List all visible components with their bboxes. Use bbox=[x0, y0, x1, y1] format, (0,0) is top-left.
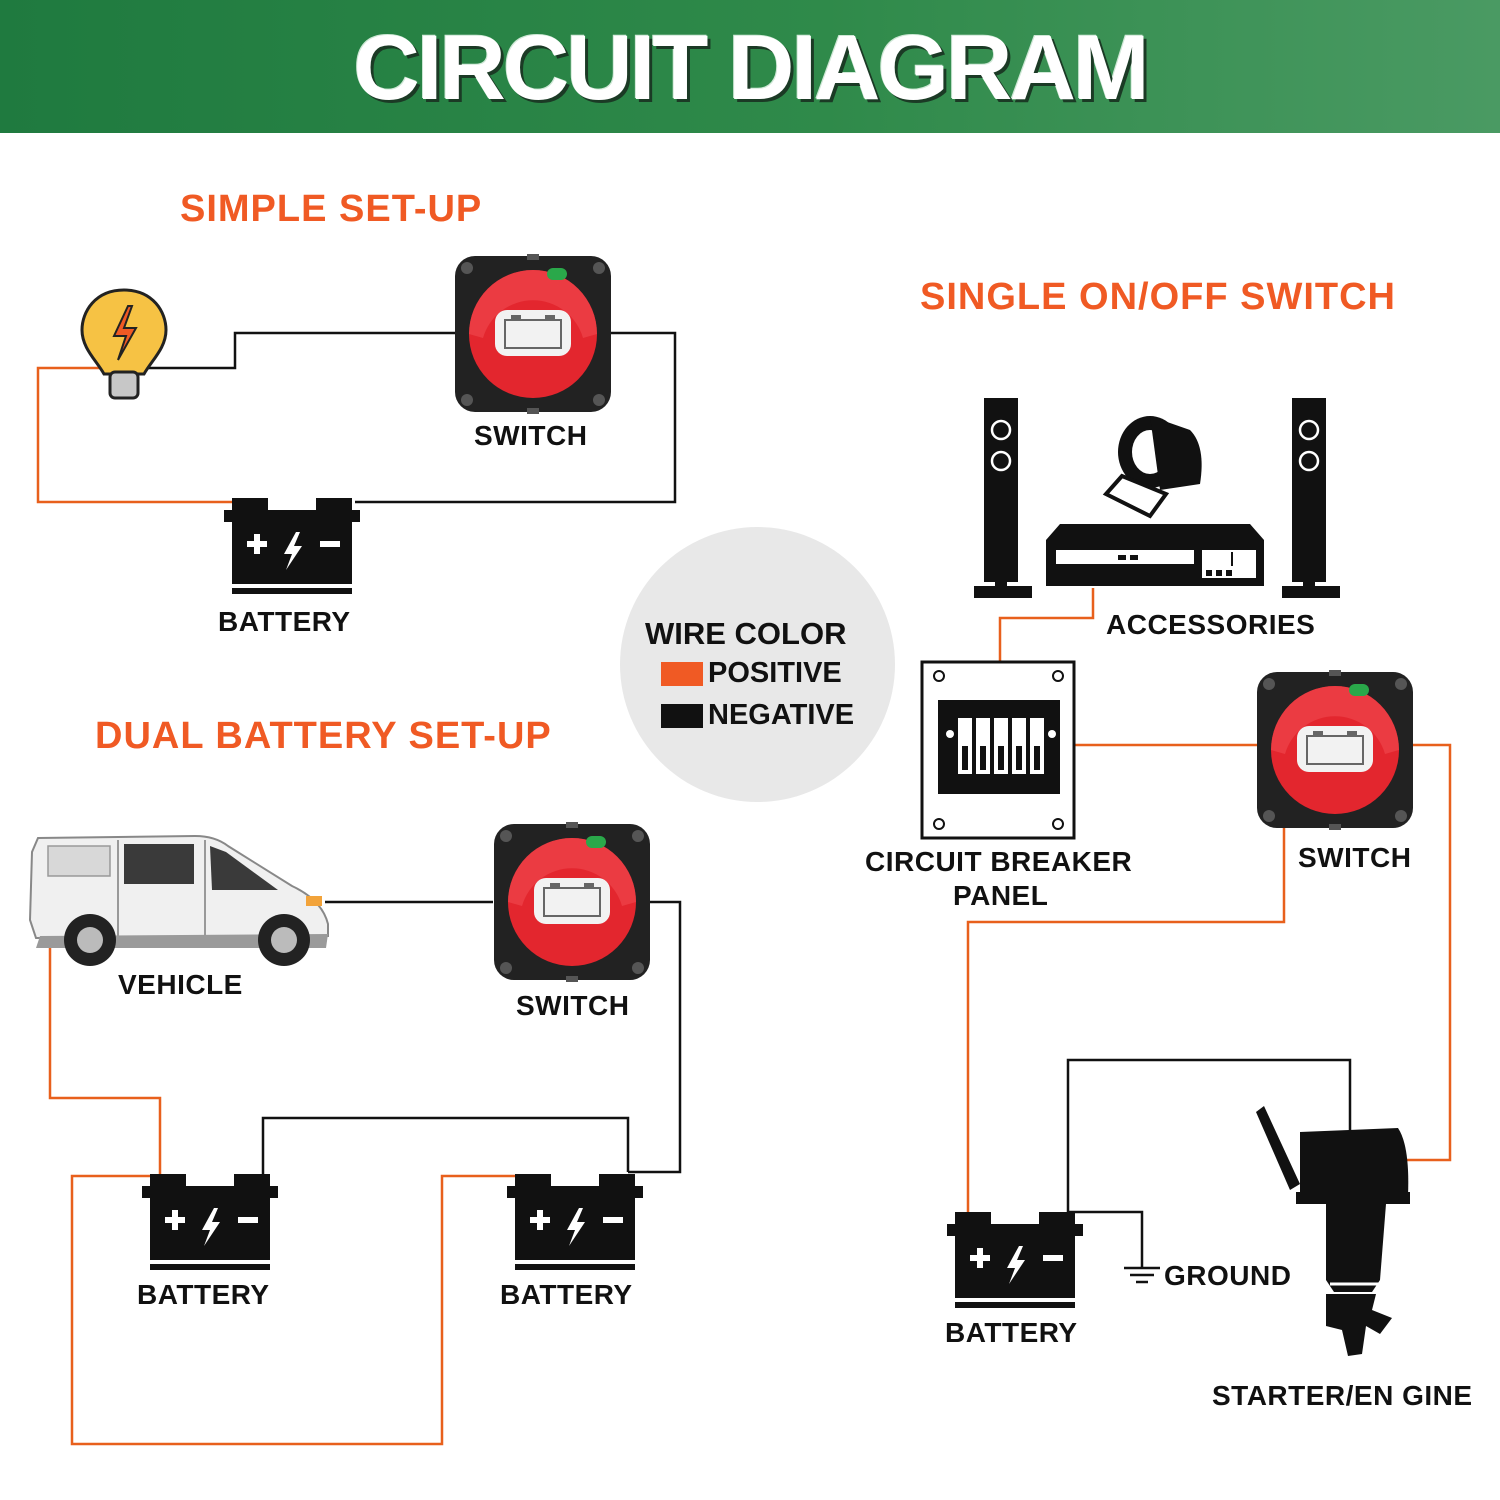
legend-positive-label: POSITIVE bbox=[708, 657, 842, 689]
simple-setup-wires bbox=[36, 331, 677, 504]
page-title: CIRCUIT DIAGRAM bbox=[353, 17, 1149, 119]
dual-switch-icon bbox=[493, 821, 651, 983]
receiver-icon bbox=[1046, 524, 1264, 586]
outboard-motor-icon bbox=[1256, 1106, 1410, 1356]
simple-setup-heading: SIMPLE SET-UP bbox=[180, 188, 483, 230]
legend-negative-label: NEGATIVE bbox=[708, 699, 855, 731]
positive-swatch bbox=[661, 662, 703, 686]
circuit-breaker-label-line1: CIRCUIT BREAKER bbox=[865, 846, 1133, 877]
ground-label: GROUND bbox=[1164, 1260, 1292, 1291]
dual-battery-1-icon bbox=[142, 1174, 278, 1270]
single-battery-icon bbox=[947, 1212, 1083, 1308]
circuit-breaker-label-line2: PANEL bbox=[953, 880, 1049, 911]
accessories-label: ACCESSORIES bbox=[1106, 609, 1316, 640]
single-switch-label: SWITCH bbox=[1298, 842, 1412, 873]
vehicle-label: VEHICLE bbox=[118, 969, 243, 1000]
subwoofer-icon bbox=[1102, 416, 1202, 519]
single-switch-heading: SINGLE ON/OFF SWITCH bbox=[920, 276, 1396, 318]
single-switch-wires bbox=[966, 588, 1452, 1268]
ground-icon bbox=[1124, 1266, 1160, 1284]
van-icon bbox=[28, 834, 329, 966]
single-switch-icon bbox=[1256, 669, 1414, 831]
starter-engine-label: STARTER/EN GINE bbox=[1212, 1380, 1473, 1411]
simple-battery-icon bbox=[224, 498, 360, 594]
dual-battery-2-label: BATTERY bbox=[500, 1279, 633, 1310]
dual-setup-wires bbox=[48, 900, 682, 1446]
dual-battery-2-icon bbox=[507, 1174, 643, 1270]
simple-switch-label: SWITCH bbox=[474, 420, 588, 451]
dual-battery-setup-heading: DUAL BATTERY SET-UP bbox=[95, 715, 552, 757]
negative-swatch bbox=[661, 704, 703, 728]
title-banner: CIRCUIT DIAGRAM bbox=[0, 0, 1500, 133]
simple-battery-label: BATTERY bbox=[218, 606, 351, 637]
dual-switch-label: SWITCH bbox=[516, 990, 630, 1021]
legend-title: WIRE COLOR bbox=[645, 616, 847, 651]
speaker-right-icon bbox=[1282, 398, 1340, 598]
circuit-breaker-icon bbox=[920, 660, 1076, 840]
simple-switch-icon bbox=[454, 253, 612, 415]
speaker-left-icon bbox=[974, 398, 1032, 598]
single-battery-label: BATTERY bbox=[945, 1317, 1078, 1348]
light-bulb-icon bbox=[80, 288, 168, 400]
dual-battery-1-label: BATTERY bbox=[137, 1279, 270, 1310]
